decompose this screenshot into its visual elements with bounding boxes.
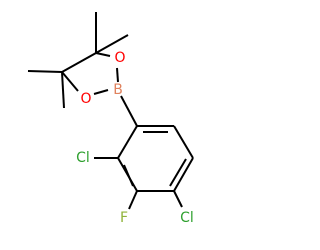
bond-o-upper-c1 [95,52,111,57]
ring-bond-2 [173,125,194,159]
methyl-bond-c1-right [95,34,129,54]
benzene-ring [117,125,194,192]
ring-double-bond-b [169,158,187,187]
methyl-bond-c2-left [27,70,63,73]
ring-bond-3 [173,157,194,192]
ring-double-bond-c [123,164,134,187]
bond-to-fluorine [128,190,138,210]
atom-label-oxygen-upper: O [114,50,125,66]
atom-label-fluorine: F [120,210,128,226]
bond-c2-o-lower [61,71,79,92]
ring-bond-6 [117,125,138,159]
atom-label-boron: B [113,82,123,98]
atom-label-oxygen-lower: O [80,91,91,107]
bond-b-aryl [120,95,138,127]
methyl-bond-c2-down [61,71,65,109]
bond-o-lower-b [93,89,109,95]
chemical-structure-diagram: O O B Cl F Cl [27,12,194,226]
methyl-groups [27,12,129,109]
dioxaborolane-ring [61,52,119,95]
bond-b-o-upper [116,67,119,83]
atom-label-chlorine-para: Cl [180,210,194,226]
bond-c1-c2 [61,52,97,73]
atom-label-chlorine-ortho: Cl [76,150,90,166]
bond-to-chlorine-para [173,190,183,208]
